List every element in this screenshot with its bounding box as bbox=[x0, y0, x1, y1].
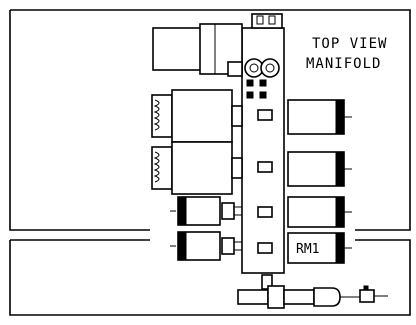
right-valve-row2 bbox=[287, 151, 352, 187]
bottom-assembly bbox=[237, 274, 388, 309]
left-valve-row3 bbox=[170, 196, 243, 226]
top-actuator bbox=[152, 23, 243, 77]
left-actuator-row2 bbox=[151, 141, 243, 195]
right-valve-row3 bbox=[287, 196, 352, 228]
manifold-body bbox=[241, 13, 285, 274]
left-valve-row4 bbox=[170, 231, 243, 261]
manifold-fittings bbox=[257, 109, 273, 254]
title-line-1: TOP VIEW bbox=[312, 36, 387, 52]
right-valve-row1 bbox=[287, 99, 352, 135]
title-line-2: MANIFOLD bbox=[306, 56, 381, 72]
left-actuator-row1 bbox=[151, 89, 243, 143]
frame-outline bbox=[9, 9, 411, 316]
twin-port-fitting bbox=[244, 58, 280, 78]
mount-blocks bbox=[246, 79, 267, 99]
right-valve-row4-rm1 bbox=[287, 232, 352, 264]
valve-tag-rm1: RM1 bbox=[296, 242, 319, 257]
